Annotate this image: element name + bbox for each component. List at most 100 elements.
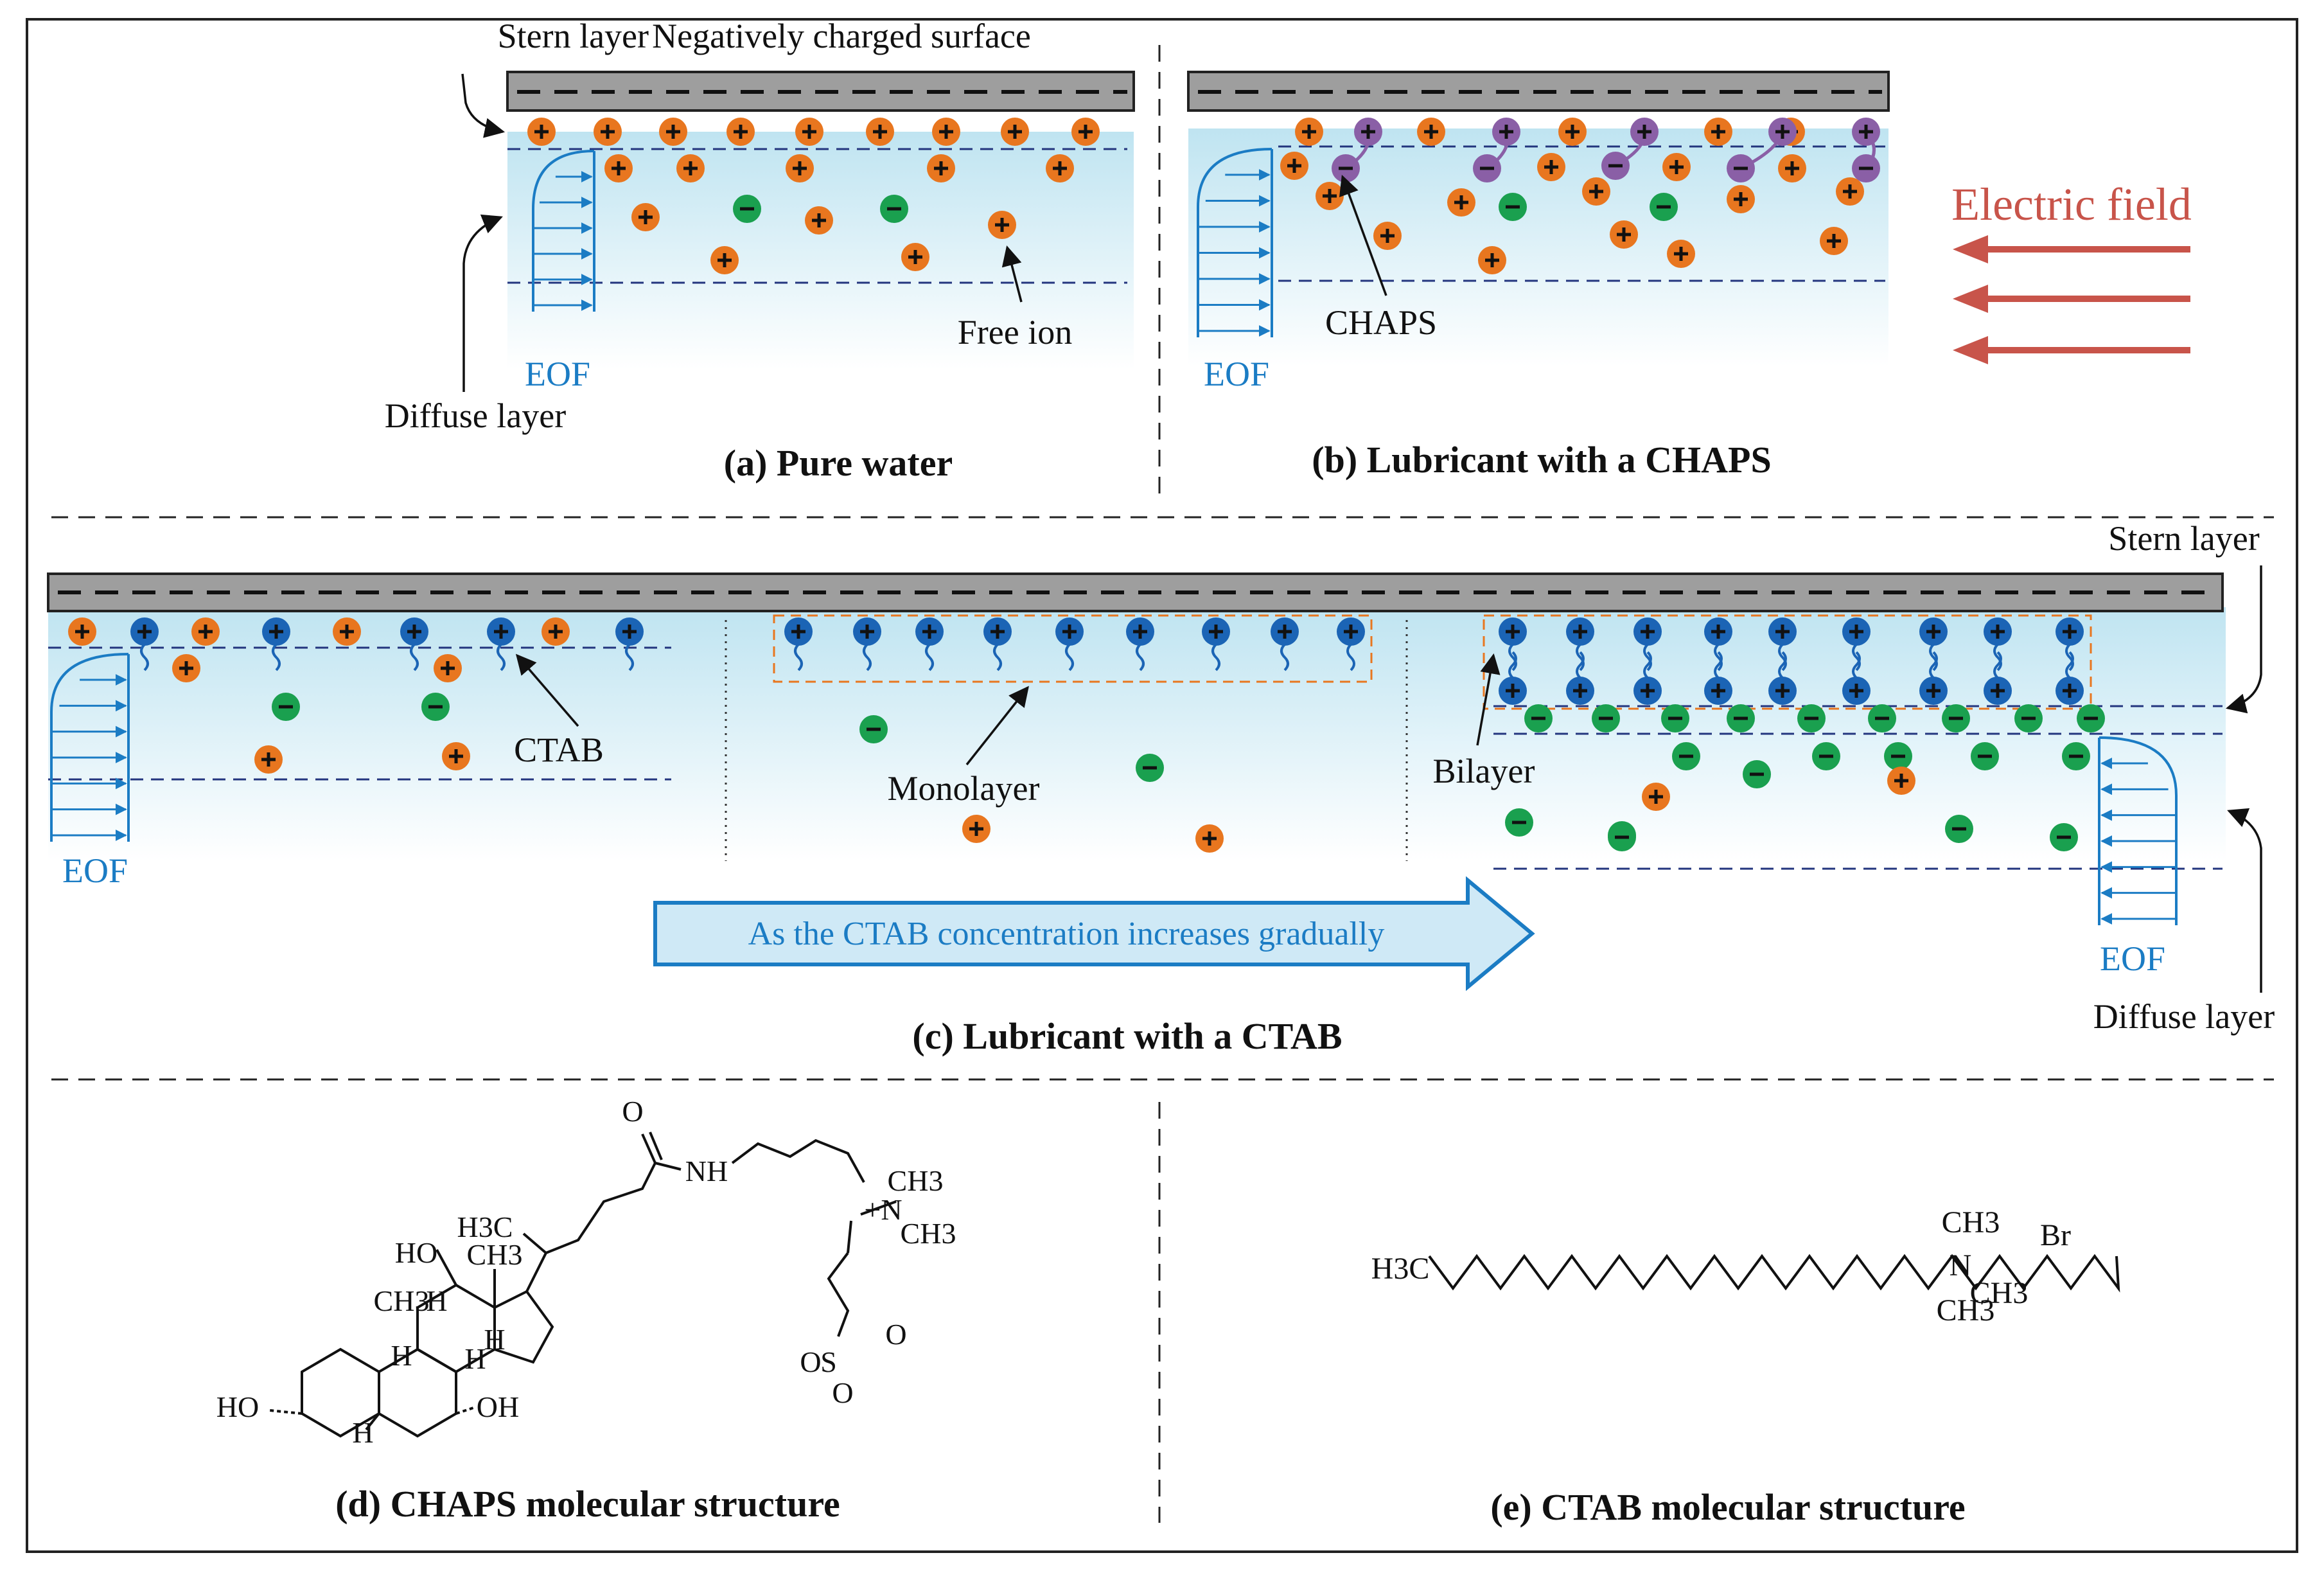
cation: [1417, 118, 1445, 146]
ctab-tail: [272, 643, 281, 671]
panel-c-eof-right-profile: [2098, 736, 2178, 925]
ctab-alkyl-chain: [1428, 1254, 2120, 1293]
atom-label-ch3: CH3: [888, 1164, 944, 1197]
anion: [1136, 754, 1164, 782]
panel-c-eof-right-label: EOF: [2100, 939, 2165, 978]
panel-c-eof-left-profile: [50, 653, 130, 842]
ctab-molecule: [262, 617, 290, 646]
chaps-cation-head: [1852, 118, 1880, 146]
ctab-molecule: [784, 617, 813, 646]
eof-velocity-curve: [1197, 148, 1272, 337]
cation: [442, 742, 470, 770]
ctab-molecule: [1842, 617, 1871, 646]
anion: [1727, 704, 1755, 732]
cation: [1662, 153, 1691, 181]
cation: [786, 154, 814, 182]
cation: [795, 118, 823, 146]
cation: [1778, 154, 1806, 182]
ctab-tail: [1643, 651, 1652, 679]
ctab-tail: [993, 643, 1002, 671]
ctab-molecule: [2056, 617, 2084, 646]
ctab-tail: [863, 643, 872, 671]
chaps-anion-tail: [1852, 154, 1880, 182]
anion: [733, 195, 761, 223]
cation: [604, 154, 633, 182]
cation: [191, 617, 220, 646]
panel-a-diffuse-label: Diffuse layer: [385, 396, 566, 435]
atom-label-ch3: CH3: [901, 1217, 956, 1250]
chaps-side-chain: [525, 1162, 656, 1292]
ctab-tail: [1778, 651, 1787, 679]
anion: [1505, 808, 1533, 837]
anion: [1971, 742, 1999, 770]
cation: [927, 154, 955, 182]
cation: [1046, 154, 1074, 182]
atom-label-o: O: [622, 1095, 643, 1128]
panel-c: CTAB Monolayer Bilayer Stern layer Diffu…: [47, 519, 2275, 1057]
ctab-molecule: [1919, 677, 1948, 705]
cation: [541, 617, 570, 646]
panel-a-diffuse-pointer: [462, 214, 503, 392]
panel-c-diffuse-pointer: [2227, 808, 2262, 993]
eof-velocity-curve: [50, 653, 129, 842]
anion: [880, 195, 908, 223]
anion: [1942, 704, 1970, 732]
anion: [1868, 704, 1896, 732]
panel-c-stern-label: Stern layer: [2108, 519, 2259, 558]
ctab-molecule: [1271, 617, 1299, 646]
ctab-molecule: [1499, 677, 1527, 705]
monolayer-box: [773, 614, 1373, 683]
ctab-tail: [625, 643, 634, 671]
ctab-tail: [1136, 643, 1145, 671]
chaps-hydroxyl-bond: [455, 1406, 476, 1415]
field-arrow: [1953, 336, 2190, 364]
ctab-tail: [794, 643, 803, 671]
cation: [594, 118, 622, 146]
cation: [932, 118, 960, 146]
figure-frame: [26, 18, 2298, 1553]
chaps-anion-tail: [1473, 154, 1501, 182]
panel-a-eof-profile: [532, 150, 595, 312]
cation: [333, 617, 361, 646]
anion: [1661, 704, 1689, 732]
ctab-molecule: [1919, 617, 1948, 646]
electric-field-arrows: [1953, 235, 2190, 364]
atom-label-ho: HO: [395, 1236, 437, 1269]
electric-field-label: Electric field: [1951, 179, 2192, 230]
ctab-molecule: [983, 617, 1012, 646]
ctab-molecule: [1337, 617, 1365, 646]
chaps-propyl-chain: [731, 1139, 865, 1183]
atom-label-nh: NH: [685, 1155, 728, 1187]
anion: [1884, 742, 1912, 770]
panel-a: Stern layer Negatively charged surface D…: [385, 17, 1135, 484]
chaps-anion-tail: [1601, 152, 1630, 180]
atom-label-ch3: CH3: [1942, 1205, 2000, 1239]
ctab-tail: [410, 643, 419, 671]
chaps-carbonyl-bond: [641, 1133, 656, 1164]
cation: [988, 211, 1016, 239]
cation: [527, 118, 556, 146]
cation: [1887, 767, 1915, 795]
ctab-tail: [1065, 643, 1074, 671]
atom-label-o: O: [885, 1318, 906, 1351]
ctab-tail: [1778, 643, 1787, 671]
anion: [2014, 704, 2043, 732]
chaps-carbonyl-bond: [649, 1132, 663, 1160]
ctab-tail: [925, 643, 934, 671]
ctab-tail: [1993, 643, 2002, 671]
cation: [901, 243, 929, 271]
cation: [676, 154, 705, 182]
ctab-molecule: [1842, 677, 1871, 705]
panel-a-caption: (a) Pure water: [724, 442, 953, 484]
ctab-tail: [1576, 643, 1585, 671]
atom-label-ch3: CH3: [374, 1284, 430, 1317]
panel-c-stern-pointer: [2225, 565, 2262, 714]
panel-a-free-ion-pointer: [1001, 245, 1023, 303]
panel-c-liquid-left: [48, 607, 719, 861]
atom-label-h: H: [391, 1339, 412, 1372]
anion: [2062, 742, 2090, 770]
panel-c-liquid-middle: [719, 607, 1407, 861]
ctab-molecule: [615, 617, 644, 646]
ctab-molecule: [1704, 617, 1732, 646]
